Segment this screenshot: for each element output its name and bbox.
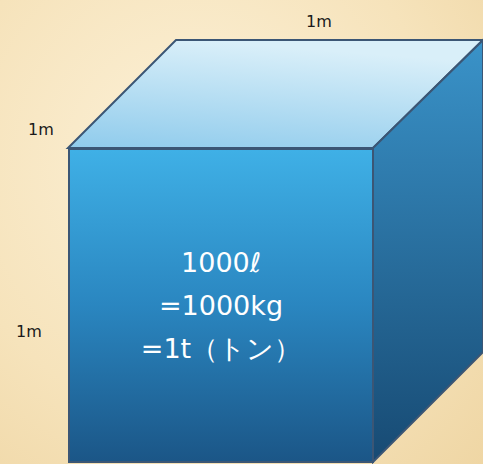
water-volume-face: 1000ℓ=1000kg=1t（トン） (68, 148, 374, 463)
volume-text: =1000kg (159, 284, 283, 327)
dimension-label: 1m (28, 120, 54, 139)
cube-right-face (373, 40, 483, 462)
volume-text: 1000ℓ (181, 241, 261, 284)
volume-text: =1t（トン） (141, 327, 301, 370)
dimension-label: 1m (16, 322, 42, 341)
dimension-label: 1m (306, 12, 332, 31)
